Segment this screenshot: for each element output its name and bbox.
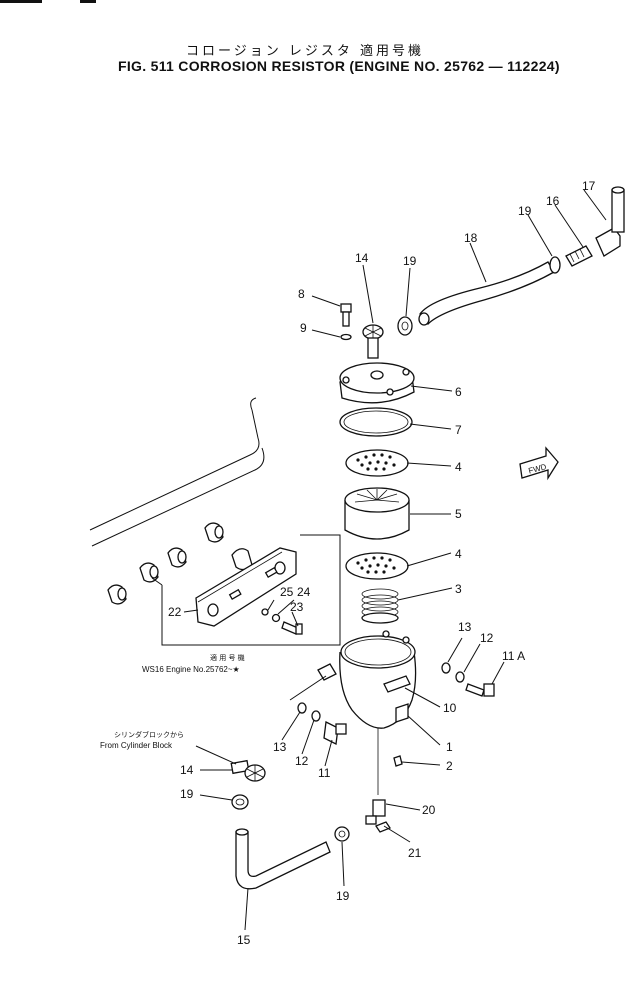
callout-1: 1 (446, 740, 453, 754)
callout-17: 17 (582, 179, 596, 193)
callout-13: 13 (458, 620, 472, 634)
callout-8: 8 (298, 287, 305, 301)
corner-mark-left (0, 0, 42, 3)
inset-note-jp: 適 用 号 機 (210, 653, 245, 662)
body-1 (317, 630, 417, 795)
callout-11a: 11 A (502, 649, 525, 663)
bracket-22 (195, 547, 297, 627)
callout-2: 2 (446, 759, 453, 773)
callout-13: 13 (273, 740, 287, 754)
oring-7 (339, 407, 413, 437)
corner-mark-right (80, 0, 96, 3)
callout-14: 14 (355, 251, 369, 265)
plate-4-lower (345, 552, 409, 580)
clamp-19-lower-left (231, 794, 249, 810)
cylinder-note: シリンダブロックから From Cylinder Block (100, 730, 184, 750)
callout-4: 4 (455, 460, 462, 474)
inset-note-en: WS16 Engine No.25762~★ (142, 665, 240, 674)
callout-11: 11 (318, 766, 331, 780)
callout-19: 19 (403, 254, 417, 268)
callout-12: 12 (295, 754, 309, 768)
callout-18: 18 (464, 231, 478, 245)
title-japanese: コロージョン レジスタ 適用号機 (186, 44, 425, 59)
hardware-right (441, 662, 495, 697)
callout-labels: 17 16 19 18 14 19 8 9 6 7 4 5 4 3 13 12 … (168, 179, 596, 947)
cylinder-note-jp: シリンダブロックから (114, 730, 184, 739)
bolt-23-assy (261, 608, 303, 635)
cock-21 (375, 821, 391, 833)
valve-14-top (362, 324, 384, 359)
engine-block-outline (89, 397, 265, 547)
callout-4: 4 (455, 547, 462, 561)
callout-7: 7 (455, 423, 462, 437)
callout-10: 10 (443, 701, 457, 715)
drain-valve-20 (365, 799, 386, 825)
callout-19: 19 (336, 889, 350, 903)
callout-9: 9 (300, 321, 307, 335)
cylinder-note-en: From Cylinder Block (100, 741, 173, 750)
engine-bosses (107, 522, 253, 605)
elbow-17 (595, 186, 625, 257)
callout-19: 19 (518, 204, 532, 218)
leader-lines (183, 189, 607, 931)
hardware-left (297, 702, 347, 745)
callout-19: 19 (180, 787, 194, 801)
spring-3 (361, 588, 399, 624)
figure-title: FIG. 511 CORROSION RESISTOR (ENGINE NO. … (118, 58, 560, 74)
plate-4-upper (345, 449, 409, 477)
callout-12: 12 (480, 631, 494, 645)
cover-6 (339, 362, 415, 404)
callout-25: 25 (280, 585, 294, 599)
hose-18 (418, 261, 555, 326)
callout-15: 15 (237, 933, 251, 947)
callout-3: 3 (455, 582, 462, 596)
clamp-19-right (549, 256, 561, 274)
callout-21: 21 (408, 846, 422, 860)
callout-16: 16 (546, 194, 560, 208)
callout-14: 14 (180, 763, 194, 777)
callout-5: 5 (455, 507, 462, 521)
clamp-19-lower (334, 826, 350, 842)
connector-16 (565, 245, 593, 267)
plug-2 (393, 755, 403, 767)
callout-6: 6 (455, 385, 462, 399)
inset-note: 適 用 号 機 WS16 Engine No.25762~★ (142, 653, 245, 674)
washer-9 (340, 333, 352, 341)
element-5 (344, 487, 410, 540)
bolt-8 (340, 303, 352, 327)
inset-box (151, 534, 341, 646)
fwd-arrow: FWD (519, 446, 559, 481)
callout-22: 22 (168, 605, 182, 619)
callout-24: 24 (297, 585, 311, 599)
clamp-19-top (397, 316, 413, 336)
callout-23: 23 (290, 600, 304, 614)
callout-20: 20 (422, 803, 436, 817)
valve-14-bottom (230, 759, 266, 782)
hose-15 (235, 828, 331, 890)
